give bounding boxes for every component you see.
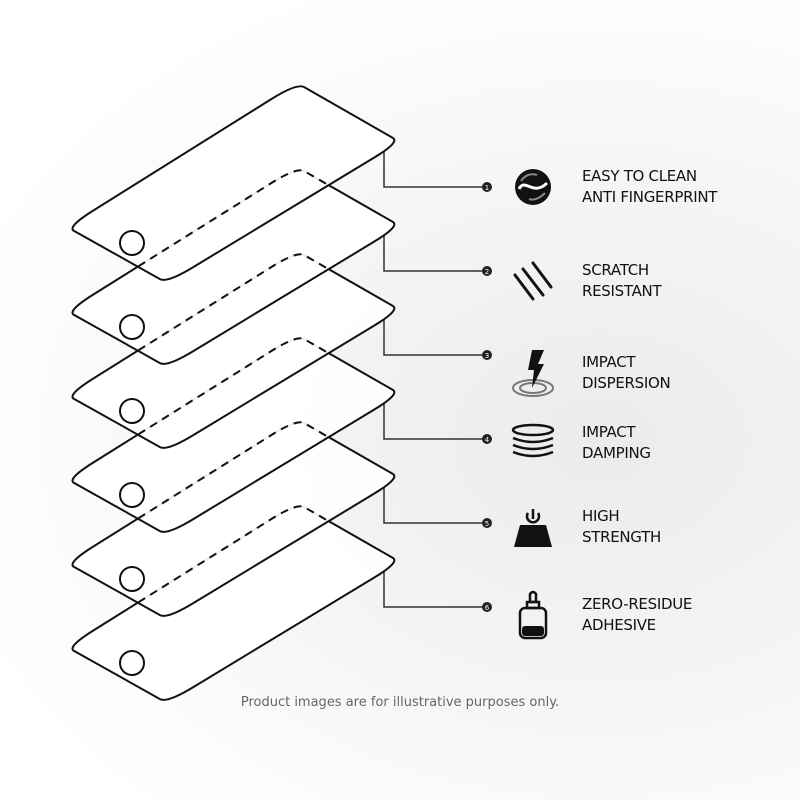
feature-label-line1: IMPACT [582, 353, 636, 371]
feature-label-line1: IMPACT [582, 423, 636, 441]
feature-easy-to-clean: EASY TO CLEAN ANTI FINGERPRINT [510, 164, 717, 210]
layer-outline [71, 421, 396, 617]
layer-number: 1 [485, 184, 489, 192]
feature-label-line2: ADHESIVE [582, 616, 656, 634]
camera-hole [119, 314, 145, 340]
layer-number-marker [482, 434, 492, 444]
feature-label-line1: ZERO-RESIDUE [582, 595, 693, 613]
layer-number: 6 [485, 604, 490, 612]
camera-hole [119, 650, 145, 676]
feature-label-line2: ANTI FINGERPRINT [582, 188, 718, 206]
layer-number-marker [482, 266, 492, 276]
feature-label-line1: SCRATCH [582, 261, 649, 279]
lightning-ripple-icon [510, 350, 556, 397]
feature-label-line1: HIGH [582, 507, 620, 525]
layer-number: 2 [485, 268, 489, 276]
layer-number-marker [482, 182, 492, 192]
camera-hole [119, 566, 145, 592]
layer-outline [71, 253, 396, 449]
layer-number-marker [482, 350, 492, 360]
layer-number: 3 [485, 352, 489, 360]
connector-line [383, 152, 485, 188]
layer-outline [71, 505, 396, 701]
feature-impact-dispersion: IMPACT DISPERSION [510, 350, 671, 397]
feature-label-line2: STRENGTH [582, 528, 661, 546]
connector-line [383, 320, 485, 356]
layer-number: 4 [485, 436, 490, 444]
camera-hole [119, 398, 145, 424]
connector-line [383, 236, 485, 272]
feature-scratch-resistant: SCRATCH RESISTANT [510, 258, 662, 304]
connector-line [383, 488, 485, 524]
layer-number-marker [482, 518, 492, 528]
scratch-marks-icon [510, 258, 556, 304]
feature-high-strength: HIGH STRENGTH [510, 504, 661, 550]
layer-outline [71, 337, 396, 533]
feature-zero-residue-adhesive: ZERO-RESIDUE ADHESIVE [510, 590, 693, 640]
layer-outline [71, 169, 396, 365]
layer-outline [71, 85, 396, 281]
stacked-rings-icon [510, 420, 556, 466]
layer-number: 5 [485, 520, 489, 528]
weight-icon [510, 504, 556, 550]
camera-hole [119, 230, 145, 256]
feature-label-line1: EASY TO CLEAN [582, 167, 697, 185]
camera-hole [119, 482, 145, 508]
disclaimer-caption: Product images are for illustrative purp… [240, 695, 560, 710]
connector-line [383, 404, 485, 440]
feature-label-line2: DAMPING [582, 444, 651, 462]
connector-line [383, 572, 485, 608]
feature-label-line2: RESISTANT [582, 282, 662, 300]
feature-impact-damping: IMPACT DAMPING [510, 420, 651, 466]
adhesive-bottle-icon [510, 590, 556, 640]
protector-layer-6 [71, 505, 396, 701]
feature-label-line2: DISPERSION [582, 374, 671, 392]
fingerprint-yin-yang-icon [510, 164, 556, 210]
layer-number-marker [482, 602, 492, 612]
